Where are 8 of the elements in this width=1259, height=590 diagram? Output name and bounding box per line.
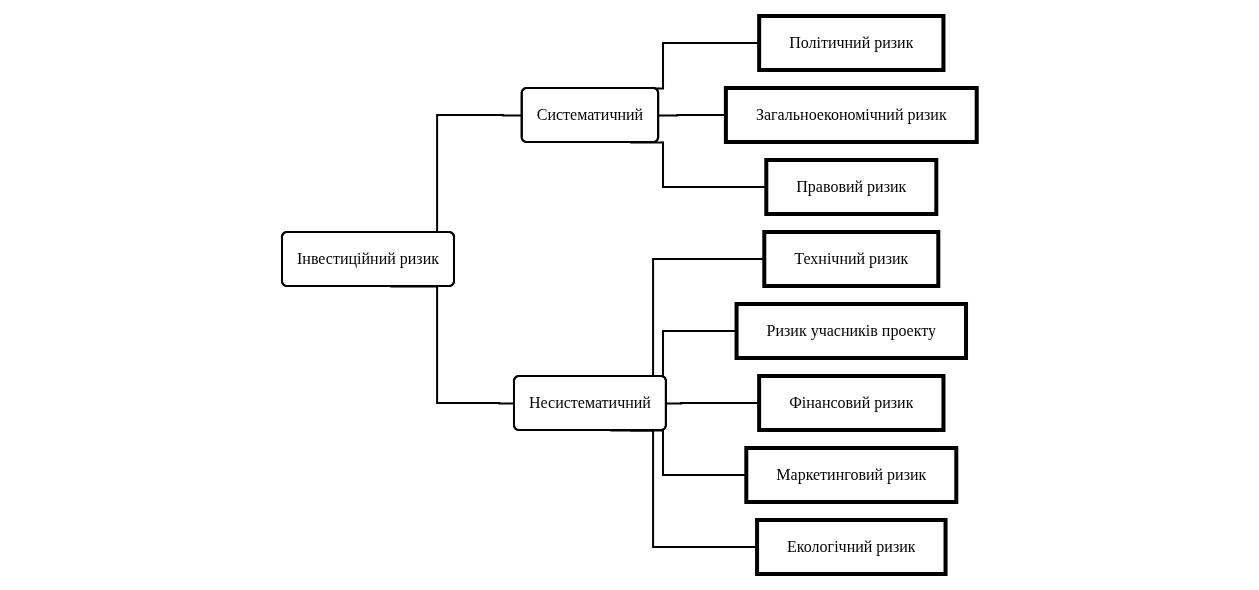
node-box: Ризик учасників проекту [734, 302, 969, 360]
node-box: Фінансовий ризик [757, 374, 946, 432]
node-box: Маркетинговий ризик [744, 446, 959, 504]
node-box: Загальноекономічний ризик [724, 86, 979, 144]
node-box: Політичний ризик [757, 14, 946, 72]
node-box: Технічний ризик [762, 230, 941, 288]
node-box: Екологічний ризик [755, 518, 948, 576]
node-box: Правовий ризик [764, 158, 939, 216]
